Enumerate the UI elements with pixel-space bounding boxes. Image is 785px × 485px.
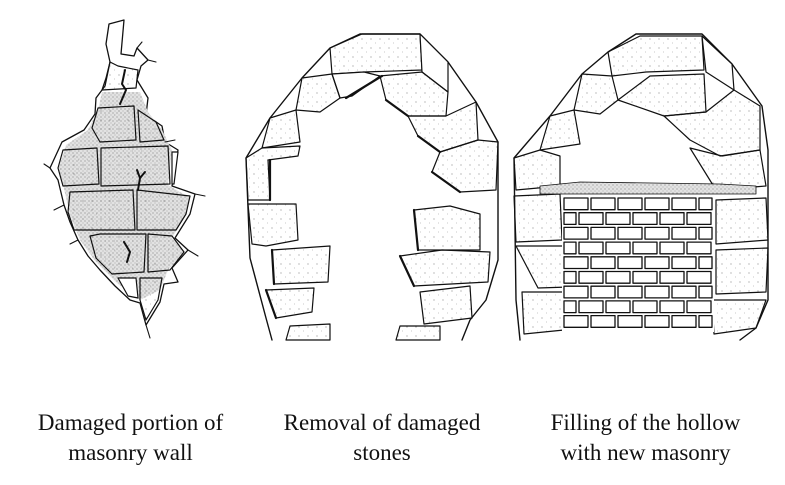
brick <box>563 285 589 299</box>
brick <box>644 285 670 299</box>
brick <box>563 241 577 255</box>
brick <box>563 197 589 211</box>
brick <box>644 226 670 240</box>
wall-cracks <box>119 69 146 263</box>
brick <box>590 285 616 299</box>
brick <box>578 241 604 255</box>
brick <box>698 197 713 211</box>
brick <box>605 241 631 255</box>
brick <box>686 270 712 284</box>
brick <box>605 300 631 314</box>
brick <box>617 197 643 211</box>
brick <box>617 256 643 270</box>
brick <box>671 197 697 211</box>
filling-outline <box>513 33 769 341</box>
brick <box>686 300 712 314</box>
brick <box>617 285 643 299</box>
brick <box>578 212 604 226</box>
caption-damaged-wall: Damaged portion of masonry wall <box>18 408 243 468</box>
caption-line: Removal of damaged <box>283 410 481 435</box>
outer-fractures <box>43 41 206 339</box>
brick <box>617 226 643 240</box>
caption-new-masonry: Filling of the hollow with new masonry <box>528 408 763 468</box>
caption-line: Filling of the hollow <box>550 410 741 435</box>
brick <box>590 197 616 211</box>
brick <box>605 212 631 226</box>
brick <box>686 241 712 255</box>
new-brick-infill <box>562 196 714 332</box>
brick <box>698 314 713 328</box>
brick <box>632 241 658 255</box>
brick <box>632 270 658 284</box>
brick <box>698 256 713 270</box>
brick <box>578 300 604 314</box>
damaged-wall-outline <box>49 19 196 326</box>
brick <box>605 270 631 284</box>
brick <box>659 300 685 314</box>
caption-line: Damaged portion of <box>37 410 224 435</box>
panel-new-masonry <box>513 33 769 341</box>
brick <box>617 314 643 328</box>
brick <box>563 226 589 240</box>
panel-stone-removal <box>245 33 499 341</box>
brick <box>632 300 658 314</box>
brick <box>698 226 713 240</box>
top-mortar-bed <box>539 181 757 195</box>
brick <box>671 256 697 270</box>
brick <box>590 226 616 240</box>
panel-damaged-wall <box>43 19 206 339</box>
brick <box>659 212 685 226</box>
brick <box>578 270 604 284</box>
brick <box>590 314 616 328</box>
caption-line: stones <box>353 440 411 465</box>
brick <box>686 212 712 226</box>
wall-stones <box>57 61 191 321</box>
brick <box>659 270 685 284</box>
brick <box>644 197 670 211</box>
brick <box>590 256 616 270</box>
brick <box>563 256 589 270</box>
removal-edge-shadows <box>264 74 462 320</box>
caption-line: with new masonry <box>560 440 731 465</box>
brick <box>563 300 577 314</box>
brick <box>671 285 697 299</box>
brick <box>698 285 713 299</box>
brick <box>659 241 685 255</box>
brick <box>671 226 697 240</box>
brick <box>632 212 658 226</box>
brick <box>644 256 670 270</box>
caption-stone-removal: Removal of damaged stones <box>262 408 502 468</box>
caption-line: masonry wall <box>68 440 193 465</box>
brick <box>563 212 577 226</box>
brick <box>644 314 670 328</box>
brick <box>563 270 577 284</box>
brick <box>563 314 589 328</box>
brick <box>671 314 697 328</box>
